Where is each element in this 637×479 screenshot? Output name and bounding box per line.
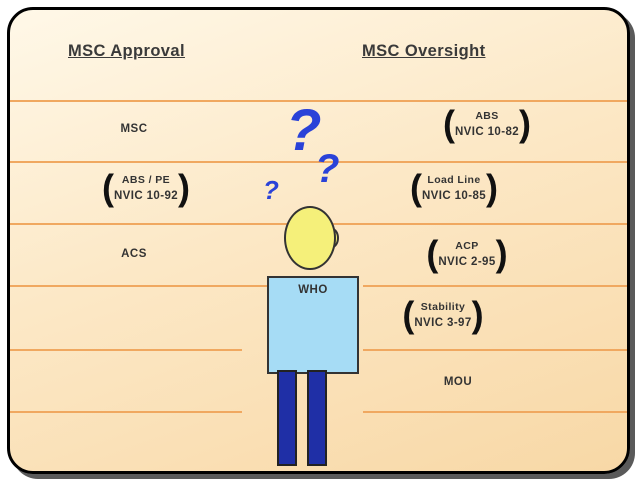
oversight-abs-line2: NVIC 10-82 — [454, 126, 520, 138]
close-paren: ) — [178, 167, 191, 208]
approval-abs-pe-text: ABS / PE NVIC 10-92 — [114, 172, 178, 204]
figure-left-leg — [277, 370, 297, 466]
approval-acs: ACS — [121, 248, 147, 260]
rule-line — [10, 161, 627, 163]
open-paren: ( — [402, 294, 415, 335]
question-mark-icon: ? — [263, 175, 279, 205]
oversight-loadline-text: Load Line NVIC 10-85 — [422, 172, 486, 204]
rule-line — [10, 411, 242, 413]
msc-approval-heading: MSC Approval — [68, 42, 185, 60]
open-paren: ( — [442, 103, 455, 144]
oversight-stability-line1: Stability — [420, 301, 466, 313]
close-paren: ) — [495, 233, 508, 274]
figure-right-leg — [307, 370, 327, 466]
oversight-mou: MOU — [443, 376, 473, 388]
msc-oversight-heading: MSC Oversight — [362, 42, 486, 60]
question-mark-icon: ? — [286, 98, 322, 163]
rule-line — [363, 349, 627, 351]
figure-torso: WHO — [267, 276, 359, 374]
oversight-acp-line1: ACP — [455, 240, 479, 252]
rule-line — [10, 100, 627, 102]
oversight-stability-text: Stability NVIC 3-97 — [414, 299, 471, 331]
oversight-abs-line1: ABS — [475, 110, 499, 122]
question-mark-icon: ? — [315, 147, 340, 191]
open-paren: ( — [409, 167, 422, 208]
oversight-loadline-line1: Load Line — [427, 174, 481, 186]
oversight-abs-text: ABS NVIC 10-82 — [455, 108, 519, 140]
oversight-abs: ( ABS NVIC 10-82 ) — [443, 106, 531, 142]
rule-line — [363, 285, 627, 287]
rule-line — [363, 411, 627, 413]
oversight-loadline-line2: NVIC 10-85 — [421, 190, 487, 202]
figure-head — [284, 206, 336, 270]
oversight-acp: ( ACP NVIC 2-95 ) — [426, 236, 507, 272]
oversight-acp-line2: NVIC 2-95 — [438, 256, 496, 268]
rule-line — [10, 349, 242, 351]
close-paren: ) — [519, 103, 532, 144]
close-paren: ) — [486, 167, 499, 208]
approval-abs-pe: ( ABS / PE NVIC 10-92 ) — [102, 170, 190, 206]
oversight-acp-text: ACP NVIC 2-95 — [438, 238, 495, 270]
approval-abs-pe-line2: NVIC 10-92 — [113, 190, 179, 202]
slide-frame: MSC Approval MSC Oversight MSC ( ABS / P… — [7, 7, 630, 474]
open-paren: ( — [426, 233, 439, 274]
oversight-loadline: ( Load Line NVIC 10-85 ) — [410, 170, 498, 206]
approval-abs-pe-line1: ABS / PE — [121, 174, 171, 186]
oversight-stability: ( Stability NVIC 3-97 ) — [402, 297, 483, 333]
oversight-stability-line2: NVIC 3-97 — [414, 317, 472, 329]
who-label: WHO — [298, 284, 328, 296]
open-paren: ( — [101, 167, 114, 208]
rule-line — [10, 285, 272, 287]
close-paren: ) — [471, 294, 484, 335]
approval-msc: MSC — [120, 123, 148, 135]
